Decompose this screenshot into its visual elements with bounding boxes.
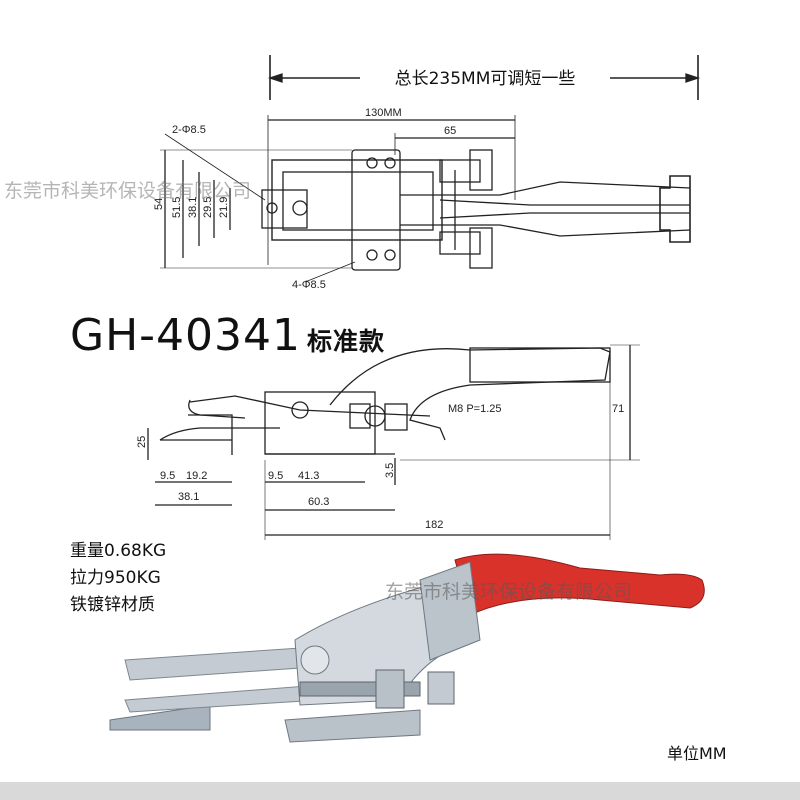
product-photo bbox=[109, 553, 705, 743]
thread-label: M8 P=1.25 bbox=[448, 403, 502, 415]
side-dim-label: 60.3 bbox=[308, 496, 329, 508]
side-dim-label: 19.2 bbox=[186, 470, 207, 482]
hole-bottom-label: 4-Φ8.5 bbox=[292, 279, 326, 291]
height-25-label: 25 bbox=[136, 436, 148, 448]
height-71-label: 71 bbox=[612, 403, 624, 415]
width-130-label: 130MM bbox=[365, 107, 402, 119]
hole-top-label: 2-Φ8.5 bbox=[172, 124, 206, 136]
total-length-label: 总长235MM可调短一些 bbox=[360, 64, 610, 89]
height-label: 21.9 bbox=[218, 197, 230, 218]
height-label: 38.1 bbox=[187, 197, 199, 218]
spec-list: 重量0.68KG 拉力950KG 铁镀锌材质 bbox=[70, 538, 166, 619]
t-handle-outline bbox=[659, 175, 691, 243]
spec-weight: 重量0.68KG bbox=[70, 541, 167, 561]
side-dim-label: 182 bbox=[425, 519, 443, 531]
watermark: 东莞市科美环保设备有限公司 bbox=[385, 581, 633, 603]
red-handle bbox=[454, 553, 705, 616]
width-65-label: 65 bbox=[444, 125, 456, 137]
side-dim-label: 9.5 bbox=[160, 470, 175, 482]
spec-force: 拉力950KG bbox=[70, 568, 161, 588]
footer-bar bbox=[0, 782, 800, 800]
unit-note: 单位MM bbox=[667, 744, 727, 763]
model-variant: 标准款 bbox=[307, 327, 386, 356]
model-code: GH-40341 bbox=[70, 310, 302, 361]
watermark: 东莞市科美环保设备有限公司 bbox=[4, 180, 252, 202]
side-handle-grip bbox=[469, 347, 611, 383]
side-dim-label: 38.1 bbox=[178, 491, 199, 503]
height-label: 54 bbox=[153, 198, 165, 210]
side-dim-label: 9.5 bbox=[268, 470, 283, 482]
side-dim-label: 41.3 bbox=[298, 470, 319, 482]
spec-material: 铁镀锌材质 bbox=[70, 595, 155, 615]
height-label: 29.5 bbox=[202, 197, 214, 218]
side-dim-label: 3.5 bbox=[384, 463, 396, 478]
height-label: 51.5 bbox=[171, 197, 183, 218]
